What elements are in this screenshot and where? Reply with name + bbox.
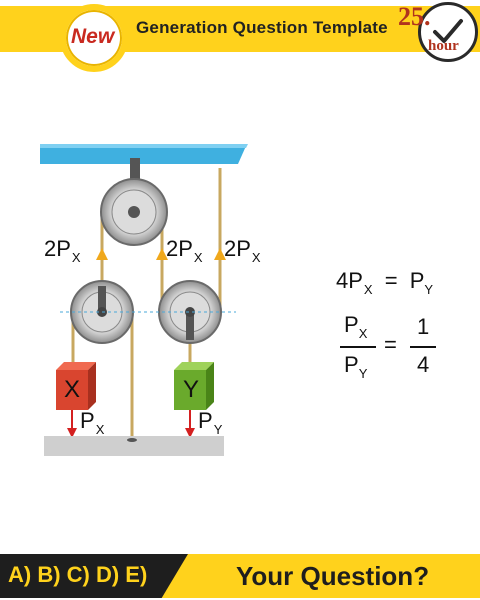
tension-label-left: 2PX [44, 236, 81, 265]
answer-options: A) B) C) D) E) [8, 562, 148, 587]
clock-unit: hour [428, 38, 459, 54]
pulley-diagram: 2PX 2PX 2PX X Y PX PY [0, 130, 480, 470]
question-prompt: Your Question? [236, 561, 430, 591]
top-pulley [100, 178, 168, 246]
equals-sign: = [384, 332, 397, 357]
floor-plate [44, 436, 224, 456]
page-title: Generation Question Template [136, 18, 388, 37]
answers-panel [0, 554, 188, 598]
weight-y-label: PY [198, 408, 223, 437]
fraction-bar [340, 346, 376, 348]
fraction-denominator: PY [344, 352, 368, 381]
ceiling-beam [40, 144, 248, 164]
new-badge: New [71, 25, 115, 48]
checkmark-icon [433, 19, 463, 43]
result-bar [410, 346, 436, 348]
tension-arrows [96, 248, 226, 260]
block-y-label: Y [183, 376, 200, 403]
magnifier-icon [60, 4, 128, 72]
header: New Generation Question Template 25. hou… [0, 0, 480, 72]
block-x [56, 362, 96, 410]
weight-x-label: PX [80, 408, 105, 437]
block-y [174, 362, 214, 410]
pulley-system-illustration [40, 144, 248, 456]
weight-arrows [67, 410, 195, 438]
tension-label-mid: 2PX [166, 236, 203, 265]
equation-1: 4PX = PY [336, 268, 434, 297]
block-x-label: X [64, 376, 81, 403]
clock-icon [418, 2, 478, 62]
clock-number: 25. [398, 2, 431, 31]
result-denominator: 4 [417, 352, 430, 377]
result-numerator: 1 [417, 314, 430, 339]
tension-label-right: 2PX [224, 236, 261, 265]
fraction-numerator: PX [344, 312, 368, 341]
